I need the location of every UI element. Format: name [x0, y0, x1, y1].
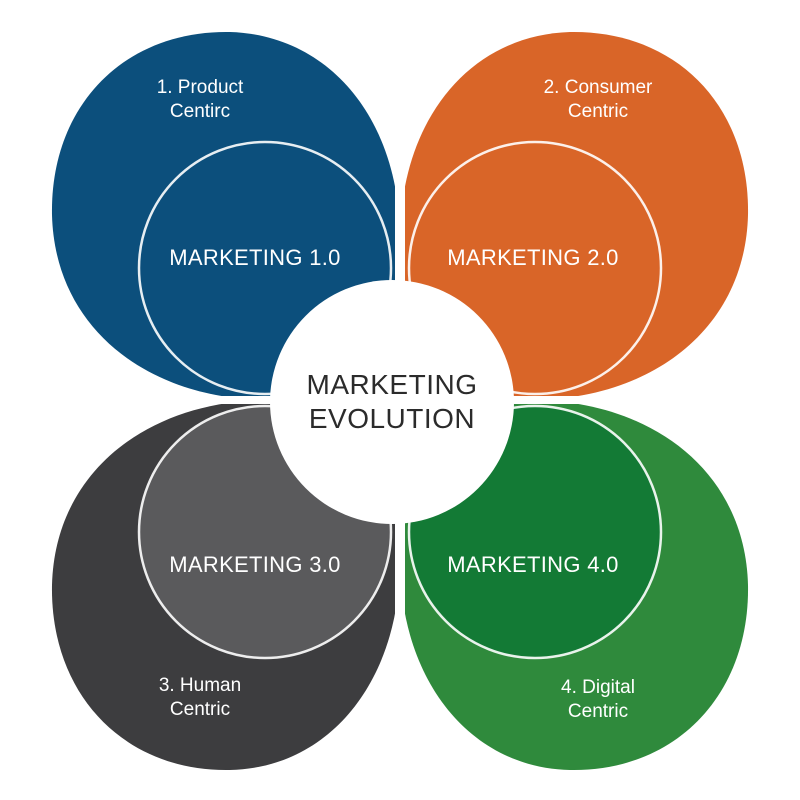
petal-inner-ring-3 [137, 404, 393, 660]
petal-inner-ring-1 [137, 140, 393, 396]
petal-inner-ring-4 [407, 404, 663, 660]
petal-inner-ring-2 [407, 140, 663, 396]
center-circle [270, 280, 514, 524]
petal-marketing-2 [400, 31, 749, 401]
